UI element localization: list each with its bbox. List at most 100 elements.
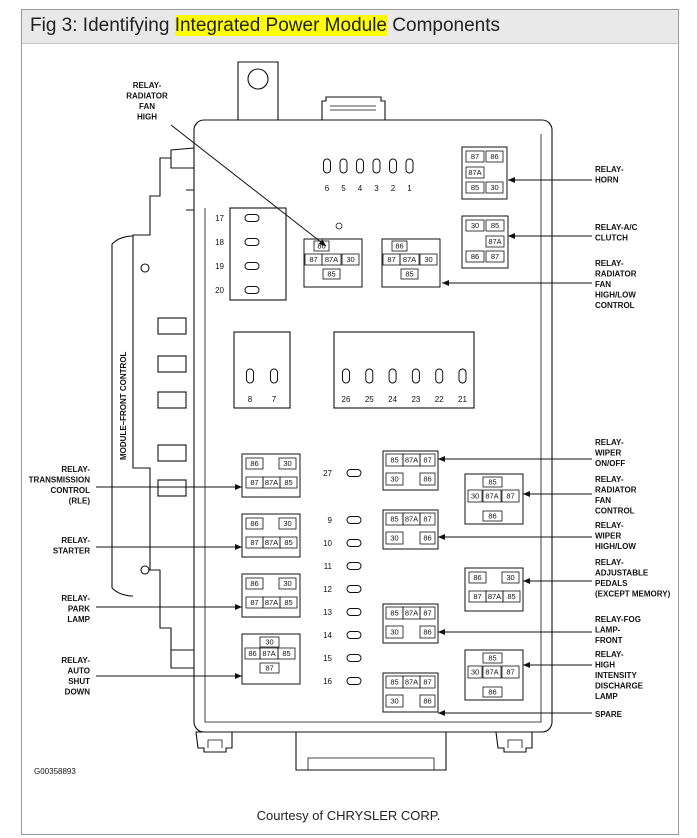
fuse: 13	[323, 608, 362, 617]
relay-pin-label: 87A	[468, 168, 481, 177]
fuse: 18	[215, 238, 260, 247]
relay-pin-label: 85	[284, 598, 292, 607]
callout-spare: SPARE	[438, 710, 623, 719]
fuse: 10	[323, 539, 362, 548]
module-body	[111, 61, 553, 771]
relay-pin-label: 86	[317, 242, 325, 251]
relay-pin-label: 86	[423, 534, 431, 543]
relay-pin-label: 30	[471, 668, 479, 677]
module-side-label: MODULE–FRONT CONTROL	[119, 351, 128, 460]
fuse-number: 10	[323, 539, 332, 548]
fuse-number: 11	[324, 562, 333, 571]
fuse: 20	[215, 286, 260, 295]
relay-pin-label: 85	[390, 515, 398, 524]
fuse: 12	[323, 585, 362, 594]
relay-pin-label: 30	[390, 475, 398, 484]
fuse-number: 5	[341, 184, 346, 193]
relay-pin-label: 86	[250, 579, 258, 588]
fuse-number: 14	[323, 631, 332, 640]
fuse-number: 27	[323, 469, 332, 478]
callout-label: RELAY-HORN	[595, 165, 624, 185]
relay-pin-label: 87A	[265, 478, 278, 487]
fuse: 5	[339, 158, 348, 193]
callout-horn: RELAY-HORN	[508, 165, 624, 185]
title-bar: Fig 3: Identifying Integrated Power Modu…	[22, 10, 678, 44]
relay-pin-label: 85	[284, 538, 292, 547]
relay-pin-label: 87A	[488, 237, 501, 246]
relay-pin-label: 85	[405, 270, 413, 279]
figure-frame: Fig 3: Identifying Integrated Power Modu…	[21, 9, 679, 835]
fuse-number: 12	[323, 585, 332, 594]
relay-pin-label: 86	[423, 475, 431, 484]
fuse: 1	[405, 158, 414, 193]
relay-pin-label: 30	[283, 579, 291, 588]
relay-pin-label: 30	[471, 492, 479, 501]
relay-pin-label: 86	[423, 628, 431, 637]
fuse: 26	[342, 368, 351, 404]
fuse: 27	[323, 469, 362, 478]
relay-pin-label: 86	[488, 512, 496, 521]
relay-pin-label: 30	[390, 534, 398, 543]
fuse-number: 26	[342, 395, 351, 404]
relay-pin-label: 87A	[265, 538, 278, 547]
relay-pin-label: 87	[423, 678, 431, 687]
fuse-number: 6	[325, 184, 330, 193]
relay-pin-label: 85	[488, 654, 496, 663]
relay-pin-label: 86	[490, 152, 498, 161]
fuse: 23	[411, 368, 421, 404]
relay-pin-label: 87A	[405, 515, 418, 524]
relay-pin-label: 86	[250, 459, 258, 468]
title-text-end: Components	[387, 15, 501, 36]
fuse-number: 15	[323, 654, 332, 663]
relay-pin-label: 87	[265, 664, 273, 673]
relay-pin-label: 87	[506, 668, 514, 677]
fuse-number: 7	[272, 395, 277, 404]
relay-pin-label: 87A	[325, 255, 338, 264]
relay-pin-label: 87	[471, 152, 479, 161]
fuse-number: 18	[215, 238, 224, 247]
fuse-number: 25	[365, 395, 374, 404]
relay-pin-label: 85	[491, 221, 499, 230]
relay-pin-label: 85	[327, 270, 335, 279]
fuse-number: 24	[388, 395, 397, 404]
fuse: 6	[323, 158, 331, 193]
courtesy-credit: Courtesy of CHRYSLER CORP.	[256, 808, 441, 823]
relay-pin-label: 87	[473, 592, 481, 601]
relay-pin-label: 87A	[405, 678, 418, 687]
relay-pin-label: 87	[250, 538, 258, 547]
relay-pin-label: 87A	[405, 609, 418, 618]
fuse-number: 23	[411, 395, 420, 404]
relay-pin-label: 85	[507, 592, 515, 601]
relay-pin-label: 87	[491, 252, 499, 261]
relay-pin-label: 87A	[265, 598, 278, 607]
fuse-number: 3	[374, 184, 379, 193]
